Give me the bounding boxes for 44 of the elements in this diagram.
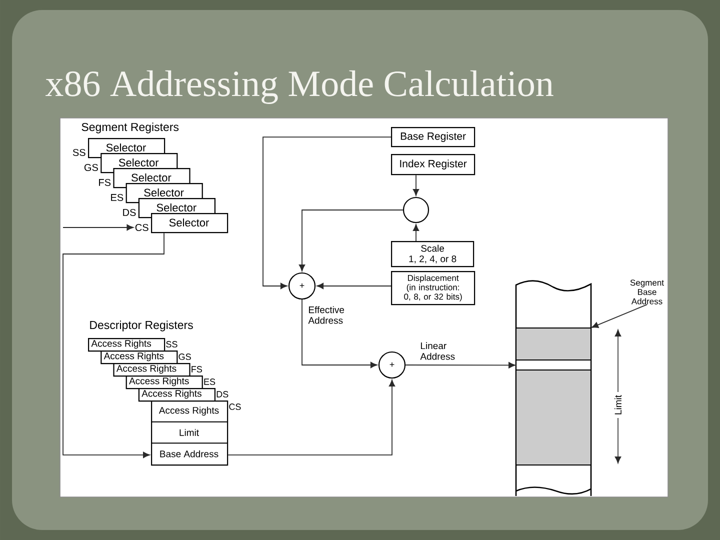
arrow — [62, 224, 134, 231]
descriptor-box: Access Rights — [88, 338, 166, 352]
memory-segment — [516, 328, 592, 466]
leader-line — [592, 304, 648, 328]
register-label: SS — [166, 341, 178, 348]
descriptor-box: Access Rights — [126, 376, 203, 390]
arrow — [412, 174, 420, 196]
arrow — [228, 380, 396, 456]
register-label: CS — [135, 224, 148, 232]
multiplier-circle — [402, 196, 430, 224]
descriptor-box: Access Rights — [113, 363, 190, 377]
arrow — [302, 299, 378, 368]
scale-box: Scale 1, 2, 4, or 8 — [391, 241, 474, 268]
descriptor-box: Access Rights — [100, 350, 178, 364]
register-label: ES — [111, 194, 124, 202]
register-label: CS — [229, 404, 241, 410]
edge-label: Effective Address — [308, 306, 344, 324]
descriptor-box: Access Rights — [138, 388, 216, 402]
arrow — [262, 136, 392, 290]
edge-label: Linear Address — [420, 342, 455, 360]
arrow — [298, 210, 404, 272]
section-heading: Segment Registers — [82, 122, 179, 134]
register-label: GS — [178, 354, 191, 360]
callout-text: Segment Base Address — [630, 280, 664, 304]
register-label: GS — [84, 164, 98, 172]
register-label: SS — [72, 148, 86, 156]
memory-column — [515, 280, 592, 496]
dimension-label: Limit — [614, 395, 622, 414]
register-label: FS — [99, 178, 111, 186]
register-label: DS — [123, 208, 136, 216]
slide-title: x86 Addressing Mode Calculation — [46, 70, 554, 104]
arrow — [62, 232, 164, 458]
section-heading: Descriptor Registers — [90, 320, 193, 332]
arrow — [405, 362, 516, 368]
register-box: Base Register — [391, 127, 476, 148]
arrow — [316, 282, 392, 290]
register-label: DS — [216, 391, 228, 398]
displacement-box: Displacement (in instruction: 0, 8, or 32 bits) — [391, 271, 476, 306]
selector-box: Selector — [151, 213, 228, 234]
arrow — [412, 224, 420, 242]
register-label: ES — [204, 378, 216, 385]
register-label: FS — [192, 366, 202, 372]
memory-slot — [516, 360, 592, 370]
register-box: Index Register — [391, 154, 476, 176]
